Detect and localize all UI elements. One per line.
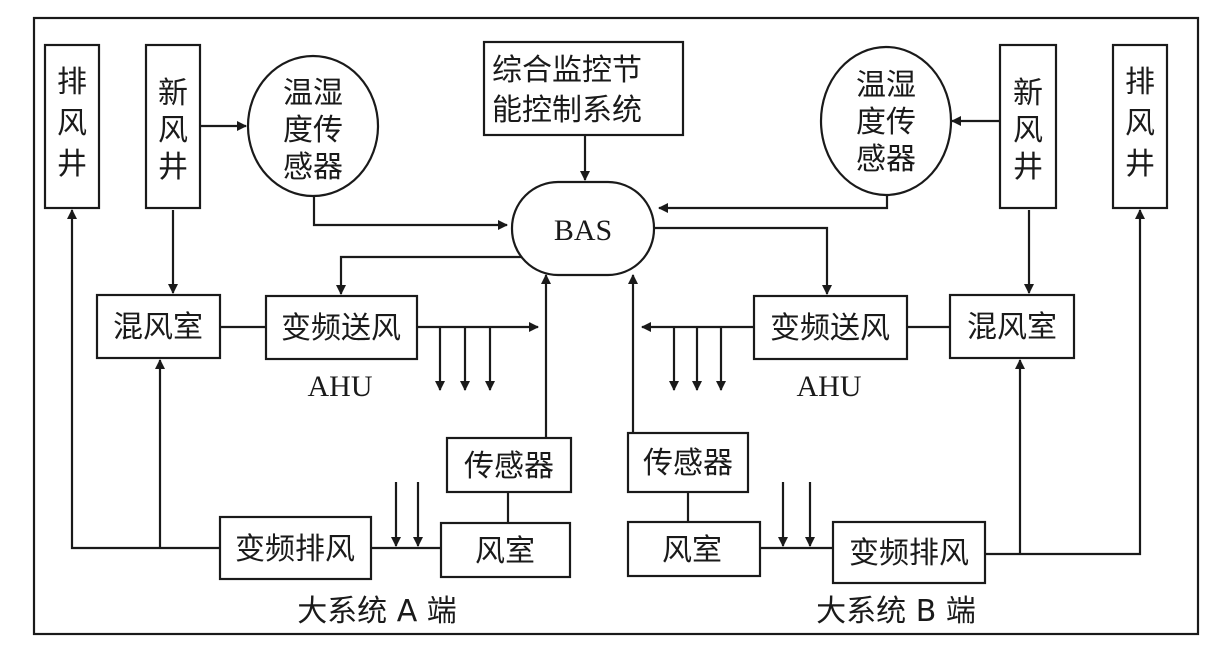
vfd-supply-b-label: 变频送风: [770, 311, 890, 346]
mixing-room-b: 混风室: [948, 293, 1076, 360]
exhaust-shaft-a-char3: 井: [57, 147, 87, 182]
fresh-air-shaft-b: 新 风 井: [998, 43, 1058, 210]
th-sensor-b: 温湿 度传 感器: [819, 45, 953, 197]
bas-controller: BAS: [510, 180, 656, 277]
exhaust-shaft-a-char1: 排: [57, 65, 87, 100]
connections: [67, 116, 1145, 556]
fan-room-a-label: 风室: [475, 534, 535, 569]
exhaust-shaft-b-char3: 井: [1125, 147, 1155, 182]
exhaust-shaft-a-char2: 风: [57, 106, 87, 141]
control-system-line2: 能控制系统: [492, 93, 642, 128]
fresh-air-shaft-a-char3: 井: [158, 150, 188, 185]
outer-frame: [32, 16, 1200, 636]
fresh-air-shaft-b-char3: 井: [1013, 150, 1043, 185]
fresh-air-shaft-a-char1: 新: [158, 76, 188, 111]
fresh-air-shaft-a: 新 风 井: [144, 43, 202, 210]
vfd-exhaust-b: 变频排风: [831, 520, 987, 585]
fresh-air-shaft-b-char1: 新: [1013, 76, 1043, 111]
mixing-room-a-label: 混风室: [113, 310, 203, 345]
vfd-exhaust-a: 变频排风: [218, 515, 373, 581]
control-system-box: 综合监控节 能控制系统: [482, 40, 685, 137]
vfd-supply-b: 变频送风: [752, 294, 909, 361]
fresh-air-shaft-a-char2: 风: [158, 113, 188, 148]
bas-label: BAS: [554, 214, 612, 247]
fresh-air-shaft-b-char2: 风: [1013, 113, 1043, 148]
vfd-exhaust-a-label: 变频排风: [235, 532, 355, 567]
exhaust-shaft-b: 排 风 井: [1111, 43, 1169, 210]
th-sensor-b-line3: 感器: [856, 142, 916, 177]
fan-room-b-label: 风室: [662, 533, 722, 568]
ahu-b-label: AHU: [797, 370, 862, 403]
ahu-a-label: AHU: [308, 370, 373, 403]
th-sensor-b-line2: 度传: [856, 105, 916, 140]
th-sensor-a-line1: 温湿: [283, 76, 343, 111]
th-sensor-a: 温湿 度传 感器: [246, 54, 380, 198]
mixing-room-b-label: 混风室: [967, 310, 1057, 345]
exhaust-shaft-b-char1: 排: [1125, 65, 1155, 100]
sensor-b: 传感器: [626, 431, 750, 494]
mixing-room-a: 混风室: [95, 293, 222, 360]
fan-room-b: 风室: [626, 520, 762, 578]
vfd-supply-a-label: 变频送风: [281, 311, 401, 346]
control-system-line1: 综合监控节: [492, 53, 642, 88]
side-b-caption: 大系统 B 端: [816, 594, 976, 629]
sensor-a-label: 传感器: [464, 449, 554, 484]
vfd-exhaust-b-label: 变频排风: [849, 536, 969, 571]
exhaust-shaft-b-char2: 风: [1125, 106, 1155, 141]
side-a: 排 风 井 新 风 井 温湿 度传 感器 混风室 变频送风 AHU 传感器: [43, 43, 573, 629]
fan-room-a: 风室: [439, 521, 572, 579]
th-sensor-b-line1: 温湿: [856, 68, 916, 103]
vfd-supply-a: 变频送风: [264, 294, 419, 361]
th-sensor-a-line3: 感器: [283, 150, 343, 185]
side-b: 排 风 井 新 风 井 温湿 度传 感器 混风室 变频送风 AHU 传感器: [626, 43, 1169, 629]
sensor-a: 传感器: [445, 436, 573, 494]
exhaust-shaft-a: 排 风 井: [43, 43, 101, 210]
side-a-caption: 大系统 A 端: [297, 594, 457, 629]
sensor-b-label: 传感器: [643, 446, 733, 481]
th-sensor-a-line2: 度传: [283, 113, 343, 148]
